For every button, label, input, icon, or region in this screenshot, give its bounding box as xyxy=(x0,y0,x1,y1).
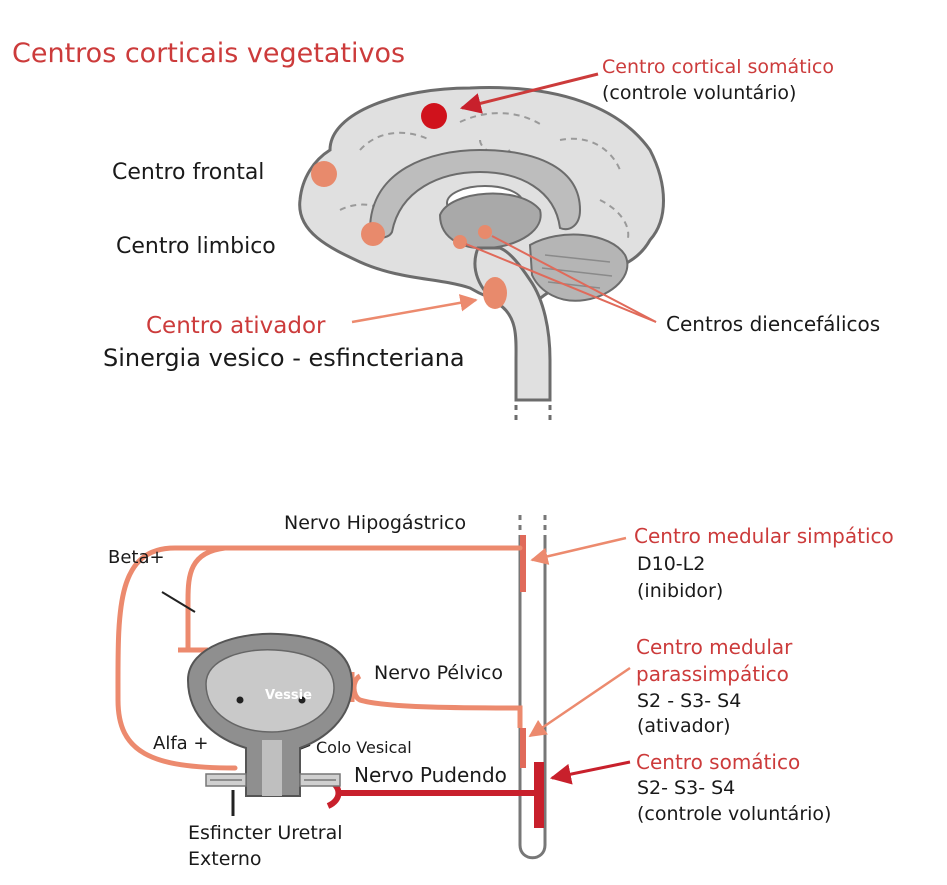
cortical-somatic-note: (controle voluntário) xyxy=(602,82,796,105)
sympathetic-center-label: Centro medular simpático xyxy=(634,524,894,548)
diencephalic-center-dot-2 xyxy=(478,225,492,239)
sphincter-label-2: Externo xyxy=(188,848,262,871)
parasympathetic-segment xyxy=(520,728,526,768)
somatic-level: S2- S3- S4 xyxy=(637,777,735,800)
arrow-activator xyxy=(352,300,476,322)
cortical-somatic-center-dot xyxy=(421,103,447,129)
parasympathetic-role: (ativador) xyxy=(637,715,731,738)
hypogastric-nerve-inner xyxy=(188,548,225,648)
bladder xyxy=(188,634,352,796)
somatic-segment xyxy=(534,762,544,828)
bladder-label: Vessie xyxy=(265,688,312,704)
parasympathetic-center-label-2: parassimpático xyxy=(636,662,789,686)
diencephalic-center-dot-1 xyxy=(453,235,467,249)
sympathetic-role: (inibidor) xyxy=(637,580,723,603)
parasympathetic-center-label-1: Centro medular xyxy=(636,635,792,659)
sympathetic-segment xyxy=(520,535,526,592)
spinal-cord xyxy=(520,515,545,858)
activator-center-label: Centro ativador xyxy=(146,313,325,341)
diagram-title: Centros corticais vegetativos xyxy=(12,38,405,70)
pelvic-nerve-label: Nervo Pélvico xyxy=(374,662,503,685)
somatic-role: (controle voluntário) xyxy=(637,803,831,826)
alpha-receptor-label: Alfa + xyxy=(153,733,209,755)
limbic-center-dot xyxy=(361,222,385,246)
frontal-center-label: Centro frontal xyxy=(112,160,264,186)
cortical-somatic-label: Centro cortical somático xyxy=(602,56,834,79)
diencephalic-centers-label: Centros diencefálicos xyxy=(666,312,880,336)
sphincter-label-1: Esfincter Uretral xyxy=(188,822,343,845)
beta-receptor-label: Beta+ xyxy=(108,547,165,569)
somatic-center-label: Centro somático xyxy=(636,750,800,774)
bladder-neck-label: Colo Vesical xyxy=(316,738,412,757)
limbic-center-label: Centro limbico xyxy=(116,234,276,260)
sympathetic-level: D10-L2 xyxy=(637,553,705,576)
parasympathetic-level: S2 - S3- S4 xyxy=(637,690,741,713)
frontal-center-dot xyxy=(311,161,337,187)
pudendal-nerve-label: Nervo Pudendo xyxy=(354,763,507,787)
activator-center-dot xyxy=(483,277,507,309)
synergy-label: Sinergia vesico - esfincteriana xyxy=(103,344,465,373)
hypogastric-nerve-label: Nervo Hipogástrico xyxy=(284,512,466,535)
